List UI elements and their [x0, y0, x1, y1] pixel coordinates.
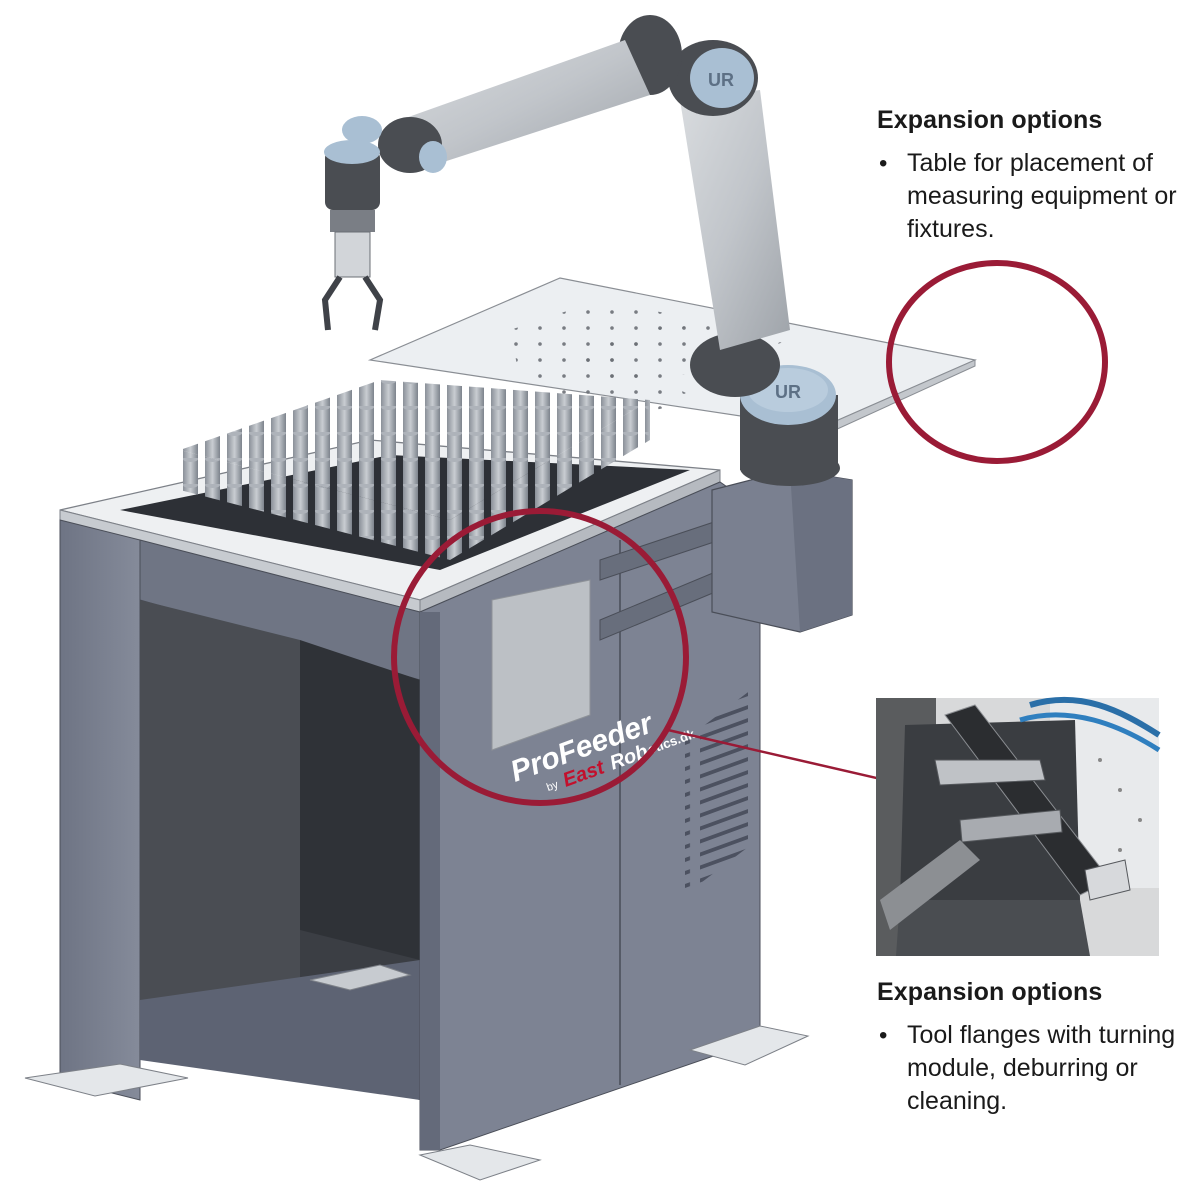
expansion-options-bottom: Expansion options Tool flanges with turn… [877, 978, 1177, 1118]
tool-flange-highlight-circle [391, 508, 689, 806]
expansion-options-top: Expansion options Table for placement of… [877, 106, 1177, 246]
ur-badge-lower: UR [775, 382, 801, 402]
expansion-item-tool-flanges: Tool flanges with turning module, deburr… [877, 1019, 1177, 1118]
robot-arm: UR UR [321, 15, 853, 633]
expansion-item-table: Table for placement of measuring equipme… [877, 147, 1177, 246]
expansion-list-top: Table for placement of measuring equipme… [877, 147, 1177, 246]
tool-flange-detail-photo [876, 696, 1161, 956]
expansion-heading-bottom: Expansion options [877, 978, 1103, 1006]
ur-badge-upper: UR [708, 70, 734, 90]
side-table-highlight-circle [886, 260, 1108, 464]
pin-array [180, 380, 650, 560]
logo-by: by [545, 779, 560, 794]
expansion-heading-top: Expansion options [877, 106, 1103, 134]
expansion-list-bottom: Tool flanges with turning module, deburr… [877, 1019, 1177, 1118]
